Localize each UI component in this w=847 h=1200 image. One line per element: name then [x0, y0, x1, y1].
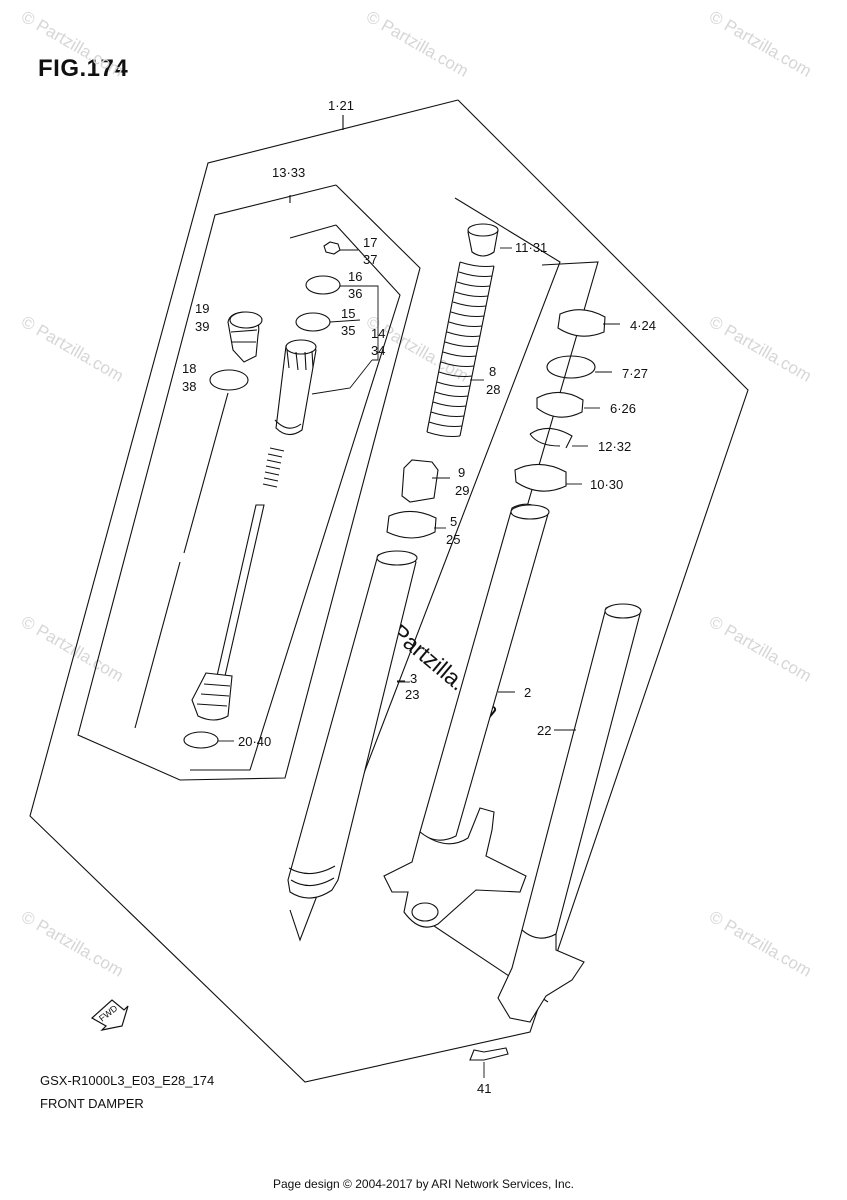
- bushing-5-part[interactable]: [386, 510, 437, 539]
- callout-12-32: 12·32: [598, 439, 631, 454]
- oil-seal-6-part[interactable]: [536, 391, 584, 418]
- callout-14: 14: [371, 326, 385, 341]
- callout-10-30: 10·30: [590, 477, 623, 492]
- fork-spring-8-part[interactable]: [426, 261, 495, 438]
- callout-3: 3: [410, 671, 417, 686]
- axle-bracket-22-part[interactable]: [497, 929, 585, 1023]
- callout-41: 41: [477, 1081, 491, 1096]
- callout-labels: 1·21 13·33 17 37 16 36 15 35 14 34 19 39…: [182, 98, 656, 1096]
- callout-7-27: 7·27: [622, 366, 648, 381]
- callout-16: 16: [348, 269, 362, 284]
- nut-17-part[interactable]: [323, 241, 341, 255]
- spacer-9-part[interactable]: [401, 459, 439, 503]
- spring-group: [287, 223, 499, 899]
- watermark-text: © Partzilla.com: [706, 612, 815, 686]
- callout-36: 36: [348, 286, 362, 301]
- assembly-bracket-13-33: [77, 184, 421, 781]
- bushing-4-part[interactable]: [557, 309, 606, 337]
- callout-1-21: 1·21: [328, 98, 354, 113]
- callout-5: 5: [450, 514, 457, 529]
- axle-bracket-part[interactable]: [383, 807, 527, 928]
- callout-17: 17: [363, 235, 377, 250]
- outer-tube-22-part[interactable]: [521, 604, 641, 939]
- dust-seal-10-part[interactable]: [514, 463, 567, 492]
- rebound-spring-part[interactable]: [262, 447, 285, 488]
- callout-11-31: 11·31: [515, 240, 547, 255]
- watermark-text: © Partzilla.com: [18, 907, 127, 981]
- assembly-bracket-1-21: [29, 99, 749, 1083]
- bolt-41-part[interactable]: [469, 1047, 509, 1061]
- watermark-text: © Partzilla.com: [706, 7, 815, 81]
- callout-35: 35: [341, 323, 355, 338]
- callout-6-26: 6·26: [610, 401, 636, 416]
- damper-bracket-edge: [289, 224, 337, 239]
- model-code: GSX-R1000L3_E03_E28_174: [40, 1073, 215, 1088]
- callout-23: 23: [405, 687, 419, 702]
- callout-19: 19: [195, 301, 209, 316]
- section-name: FRONT DAMPER: [40, 1096, 144, 1111]
- watermark-text: © Partzilla.com: [18, 312, 127, 386]
- o-ring-18-part[interactable]: [209, 369, 249, 391]
- callout-29: 29: [455, 483, 469, 498]
- figure-title: FIG.174: [38, 55, 129, 82]
- leader-lines: [218, 247, 620, 1078]
- callout-13-33: 13·33: [272, 165, 305, 180]
- callout-8: 8: [489, 364, 496, 379]
- damper-rod-part[interactable]: [183, 392, 229, 554]
- watermark-text: © Partzilla.com: [706, 312, 815, 386]
- page-footer: Page design © 2004-2017 by ARI Network S…: [272, 1177, 574, 1191]
- callout-9: 9: [458, 465, 465, 480]
- valve-assembly-part[interactable]: [191, 672, 233, 721]
- callout-4-24: 4·24: [630, 318, 656, 333]
- damper-group: [134, 241, 341, 749]
- inner-tube-3-part[interactable]: [287, 552, 417, 899]
- o-ring-15-part[interactable]: [295, 312, 331, 332]
- callout-39: 39: [195, 319, 209, 334]
- watermark-text: © Partzilla.com: [363, 7, 472, 81]
- watermark-text: © Partzilla.com: [18, 7, 127, 81]
- outer-group: [383, 309, 642, 1061]
- callout-34: 34: [371, 343, 385, 358]
- damper-bracket: [190, 224, 401, 771]
- piston-rod-part[interactable]: [216, 504, 265, 677]
- callout-20-40: 20·40: [238, 734, 271, 749]
- callout-28: 28: [486, 382, 500, 397]
- forward-arrow-icon: FWD: [90, 999, 129, 1031]
- callout-37: 37: [363, 252, 377, 267]
- clip-12-part[interactable]: [529, 427, 573, 449]
- watermark-text: © Partzilla.com: [18, 612, 127, 686]
- callout-2: 2: [524, 685, 531, 700]
- o-ring-16-part[interactable]: [305, 275, 341, 295]
- callout-38: 38: [182, 379, 196, 394]
- callout-15: 15: [341, 306, 355, 321]
- callout-22: 22: [537, 723, 551, 738]
- callout-18: 18: [182, 361, 196, 376]
- washer-7-part[interactable]: [546, 355, 596, 379]
- o-ring-20-part[interactable]: [183, 731, 219, 749]
- watermark-text: © Partzilla.com: [706, 907, 815, 981]
- spring-bracket: [289, 197, 561, 942]
- callout-25: 25: [446, 532, 460, 547]
